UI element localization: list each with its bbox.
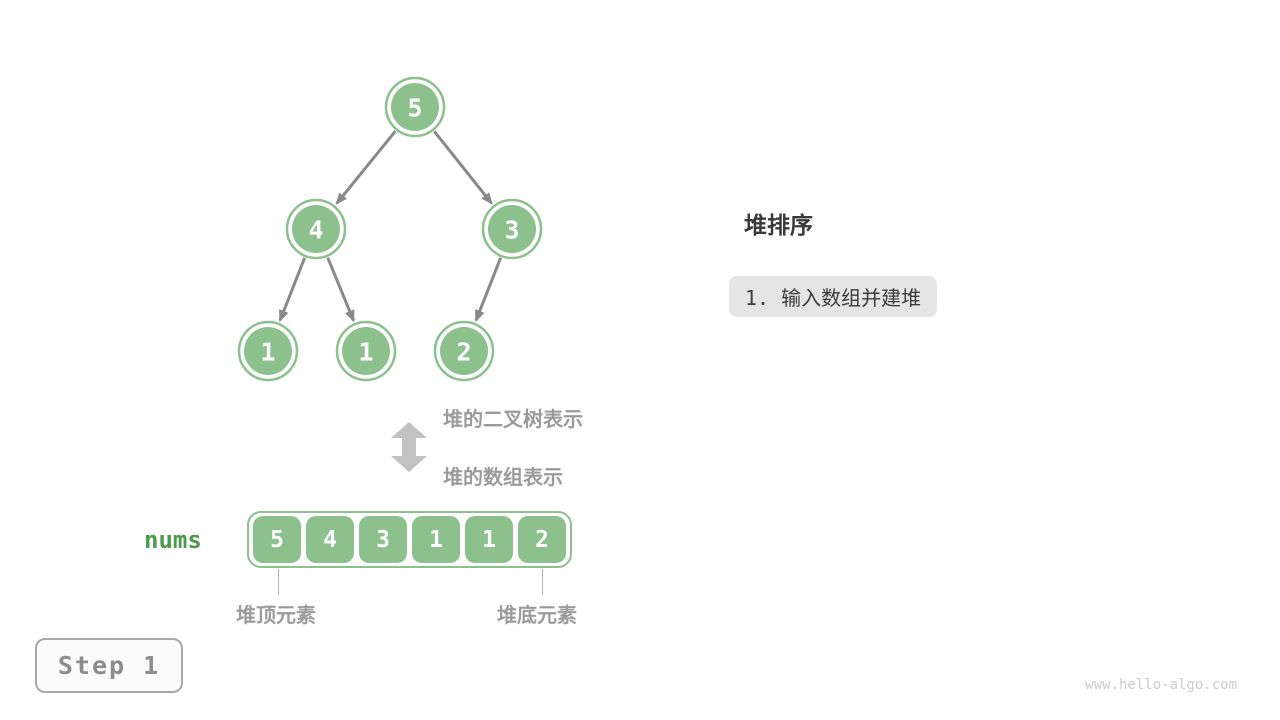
svg-text:2: 2 (456, 338, 471, 367)
array-cell: 3 (359, 516, 407, 563)
tree-node: 1 (335, 320, 397, 382)
heap-bottom-label: 堆底元素 (497, 605, 577, 627)
array-cell: 1 (412, 516, 460, 563)
heap-bottom-connector-line (542, 569, 543, 595)
tree-edge (474, 257, 503, 323)
svg-text:1: 1 (260, 338, 275, 367)
array-cell: 2 (518, 516, 566, 563)
heap-top-connector-line (278, 569, 279, 595)
step-description-box: 1. 输入数组并建堆 (729, 276, 938, 317)
array-cell: 5 (253, 516, 301, 563)
array-name-label: nums (144, 526, 202, 554)
tree-edge (335, 130, 397, 205)
tree-node: 3 (481, 198, 543, 260)
tree-node: 2 (433, 320, 495, 382)
svg-text:3: 3 (504, 216, 519, 245)
watermark: www.hello-algo.com (1085, 677, 1237, 693)
array-representation-label: 堆的数组表示 (443, 467, 563, 489)
tree-node: 1 (237, 320, 299, 382)
heap-binary-tree: 5 4 3 1 1 2 (237, 76, 543, 382)
up-down-arrow-icon (391, 422, 427, 472)
heap-top-label: 堆顶元素 (236, 605, 316, 627)
tree-node: 4 (285, 198, 347, 260)
tree-edge (433, 130, 493, 205)
array-cell: 4 (306, 516, 354, 563)
step-badge: Step 1 (35, 638, 183, 693)
tree-edge (326, 257, 355, 323)
tree-edge (278, 257, 307, 323)
tree-node: 5 (384, 76, 446, 138)
svg-text:5: 5 (407, 94, 422, 123)
svg-text:4: 4 (308, 216, 323, 245)
figure-title: 堆排序 (744, 212, 813, 238)
tree-representation-label: 堆的二叉树表示 (443, 409, 583, 431)
array-cell: 1 (465, 516, 513, 563)
svg-text:1: 1 (358, 338, 373, 367)
